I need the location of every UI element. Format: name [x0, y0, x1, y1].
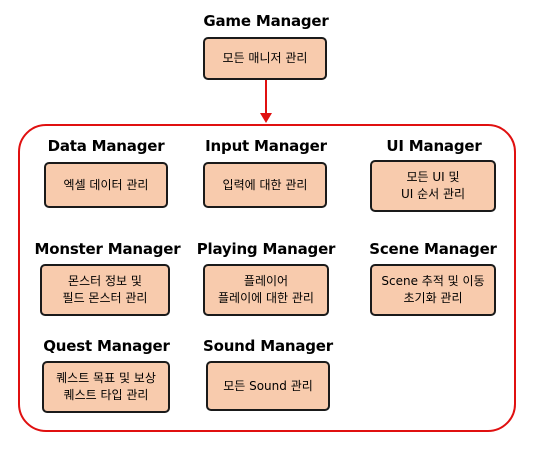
input-manager-box: 입력에 대한 관리: [203, 162, 327, 208]
scene-manager-box: Scene 추적 및 이동 초기화 관리: [370, 264, 496, 316]
data-manager-desc: 엑셀 데이터 관리: [63, 177, 149, 192]
sound-manager-desc: 모든 Sound 관리: [223, 378, 313, 393]
data-manager-box: 엑셀 데이터 관리: [44, 162, 168, 208]
sound-manager-box: 모든 Sound 관리: [206, 361, 330, 411]
monster-manager-box: 몬스터 정보 및 필드 몬스터 관리: [40, 264, 170, 316]
monster-manager-desc: 몬스터 정보 및 필드 몬스터 관리: [62, 274, 148, 305]
data-manager-title: Data Manager: [47, 137, 165, 155]
ui-manager-title: UI Manager: [386, 137, 482, 155]
sound-manager-title: Sound Manager: [203, 337, 333, 355]
input-manager-desc: 입력에 대한 관리: [222, 177, 308, 192]
scene-manager-title: Scene Manager: [369, 240, 497, 258]
playing-manager-box: 플레이어 플레이에 대한 관리: [203, 264, 329, 316]
playing-manager-title: Playing Manager: [196, 240, 336, 258]
quest-manager-box: 퀘스트 목표 및 보상 퀘스트 타입 관리: [42, 361, 170, 413]
monster-manager-title: Monster Manager: [34, 240, 181, 258]
playing-manager-desc: 플레이어 플레이에 대한 관리: [218, 274, 314, 305]
input-manager-title: Input Manager: [205, 137, 327, 155]
managers-container: [18, 124, 516, 432]
quest-manager-title: Quest Manager: [43, 337, 170, 355]
game-manager-desc: 모든 매니저 관리: [222, 51, 308, 65]
scene-manager-desc: Scene 추적 및 이동 초기화 관리: [381, 274, 485, 305]
ui-manager-box: 모든 UI 및 UI 순서 관리: [370, 160, 496, 212]
game-manager-box: 모든 매니저 관리: [203, 37, 327, 80]
ui-manager-desc: 모든 UI 및 UI 순서 관리: [400, 170, 466, 201]
quest-manager-desc: 퀘스트 목표 및 보상 퀘스트 타입 관리: [56, 371, 156, 402]
game-manager-title: Game Manager: [203, 12, 329, 30]
